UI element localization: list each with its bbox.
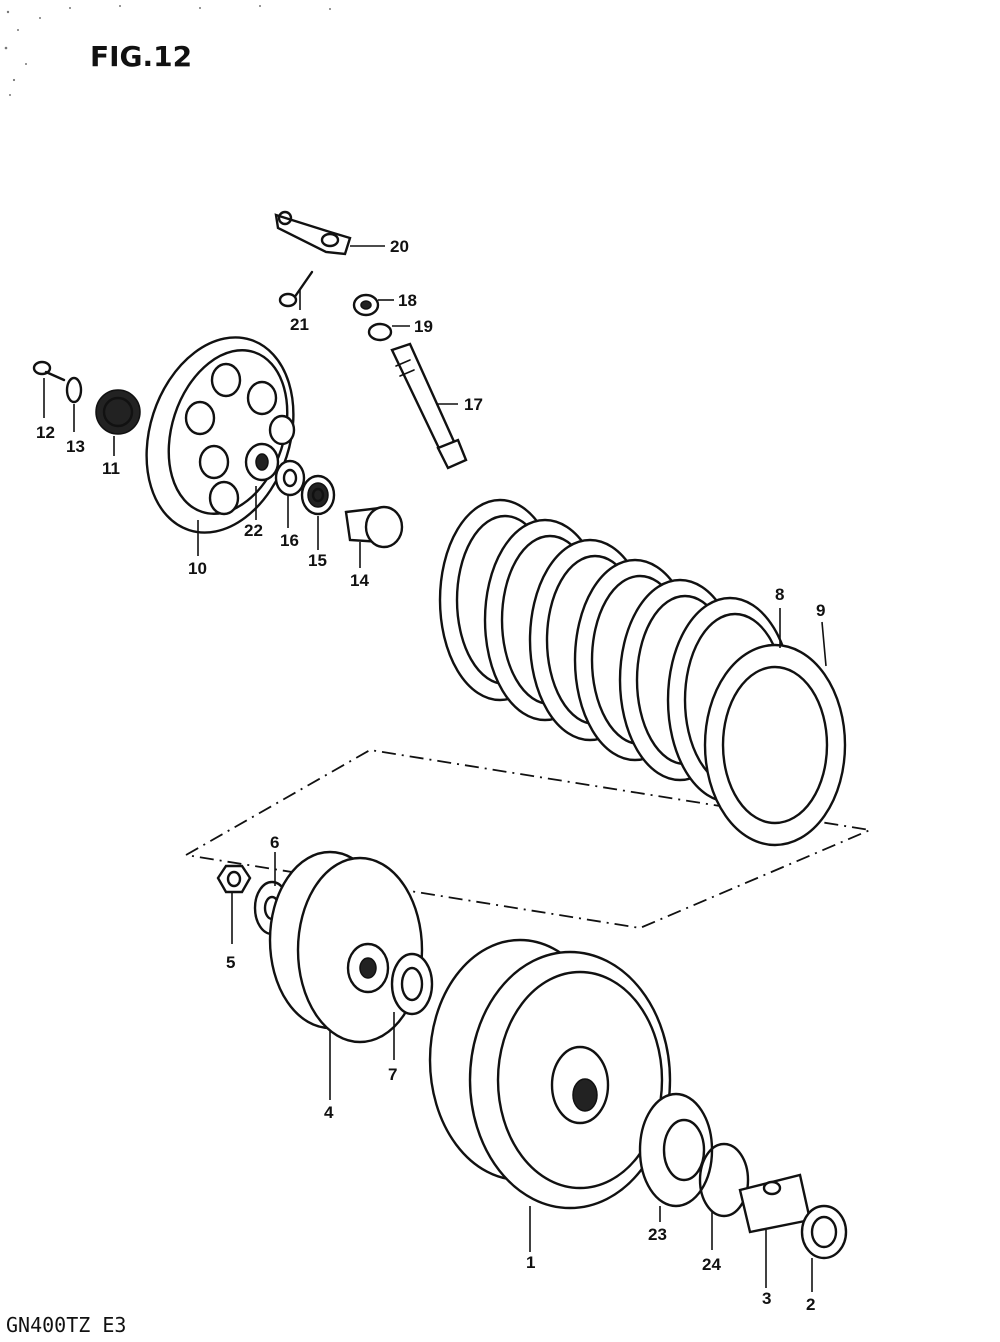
primary-drive-gear bbox=[638, 1092, 714, 1208]
callout-numbers: 1 2 3 4 5 6 7 8 9 10 11 12 13 14 15 16 1… bbox=[36, 237, 825, 1314]
scan-speckle bbox=[4, 5, 331, 96]
clutch-plate-stack bbox=[438, 498, 847, 847]
callout-8: 8 bbox=[775, 585, 784, 604]
callout-2: 2 bbox=[806, 1295, 815, 1314]
hub-nut bbox=[216, 864, 252, 894]
callout-15: 15 bbox=[308, 551, 327, 570]
callout-22: 22 bbox=[244, 521, 263, 540]
callout-5: 5 bbox=[226, 953, 235, 972]
release-nut bbox=[352, 293, 393, 342]
spring-washer bbox=[65, 376, 83, 404]
callout-10: 10 bbox=[188, 559, 207, 578]
callout-4: 4 bbox=[324, 1103, 334, 1122]
callout-7: 7 bbox=[388, 1065, 397, 1084]
thrust-washer-end bbox=[800, 1204, 848, 1260]
callout-17: 17 bbox=[464, 395, 483, 414]
callout-23: 23 bbox=[648, 1225, 667, 1244]
hub-washer bbox=[390, 952, 434, 1016]
sleeve-hub bbox=[268, 850, 424, 1044]
callout-6: 6 bbox=[270, 833, 279, 852]
model-code: GN400TZ E3 bbox=[6, 1313, 126, 1337]
push-rod bbox=[390, 342, 468, 470]
circlip bbox=[698, 1142, 750, 1218]
release-arm bbox=[274, 210, 352, 256]
callout-16: 16 bbox=[280, 531, 299, 550]
callout-12: 12 bbox=[36, 423, 55, 442]
clutch-lifter bbox=[344, 505, 404, 549]
thrust-washer bbox=[274, 459, 306, 497]
spring-bolt bbox=[32, 360, 66, 382]
callout-20: 20 bbox=[390, 237, 409, 256]
callout-18: 18 bbox=[398, 291, 417, 310]
callout-21: 21 bbox=[290, 315, 309, 334]
clutch-spring bbox=[95, 389, 141, 435]
callout-14: 14 bbox=[350, 571, 369, 590]
callout-11: 11 bbox=[102, 459, 120, 478]
leader-lines bbox=[43, 245, 827, 1292]
callout-1: 1 bbox=[526, 1253, 535, 1272]
callout-9: 9 bbox=[816, 601, 825, 620]
callout-13: 13 bbox=[66, 437, 85, 456]
callout-3: 3 bbox=[762, 1289, 771, 1308]
spacer bbox=[738, 1173, 812, 1234]
assembly-outline bbox=[185, 749, 874, 929]
figure-title: FIG.12 bbox=[90, 40, 192, 73]
pressure-plate bbox=[145, 336, 296, 534]
arm-bolt bbox=[278, 270, 314, 308]
thrust-bearing bbox=[300, 474, 336, 516]
clutch-housing bbox=[428, 938, 672, 1210]
callout-24: 24 bbox=[702, 1255, 721, 1274]
callout-19: 19 bbox=[414, 317, 433, 336]
